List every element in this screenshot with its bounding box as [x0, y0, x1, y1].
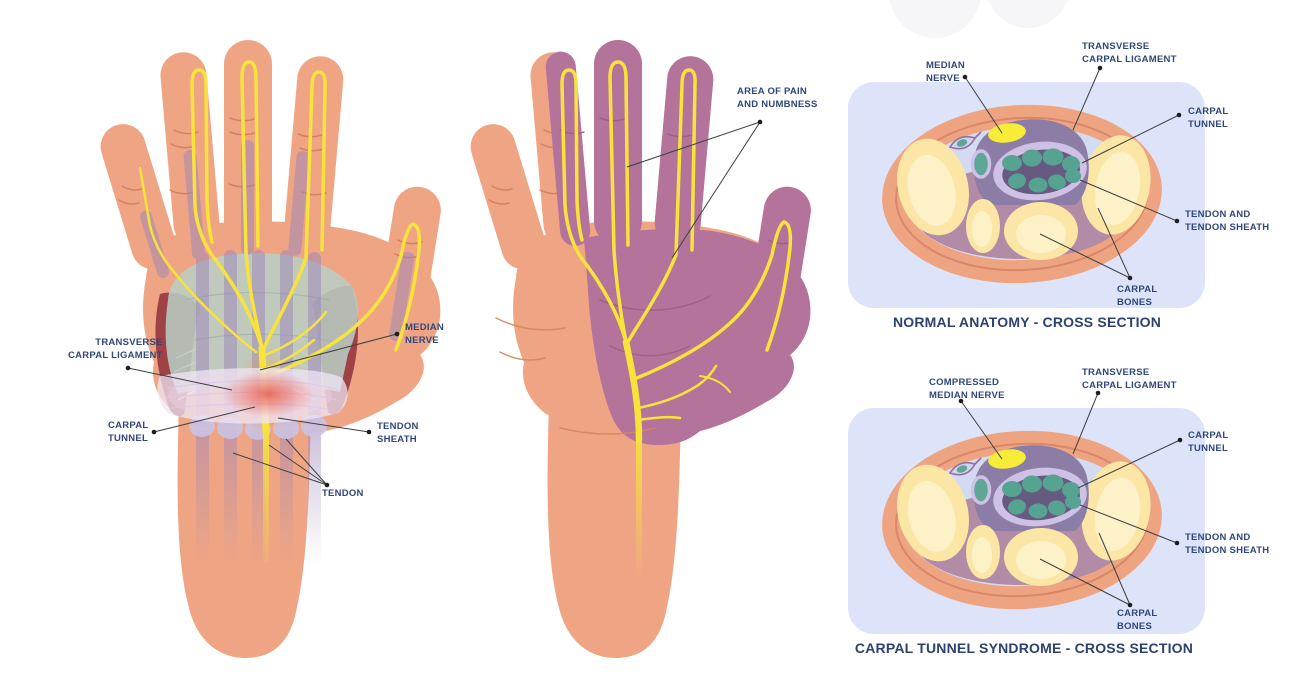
label-tendon: TENDON: [322, 488, 364, 499]
background-watermark: [889, 0, 1068, 38]
label-area-of-pain: AREA OF PAIN AND NUMBNESS: [737, 86, 818, 110]
label-cts-transverse-carpal-ligament: TRANSVERSE CARPAL LIGAMENT: [1082, 367, 1177, 391]
leader-dots: [125, 65, 1183, 608]
label-ncs-carpal-tunnel: CARPAL TUNNEL: [1188, 106, 1229, 130]
label-transverse-carpal-ligament: TRANSVERSE CARPAL LIGAMENT: [68, 337, 163, 361]
median-nerve-shape: [560, 60, 793, 581]
normal-cross-section-panel: [846, 80, 1207, 310]
normal-cross-section-title: NORMAL ANATOMY - CROSS SECTION: [892, 314, 1162, 330]
syndrome-cross-section-panel: [846, 406, 1207, 636]
syndrome-cross-section-title: CARPAL TUNNEL SYNDROME - CROSS SECTION: [854, 640, 1194, 656]
label-ncs-carpal-bones: CARPAL BONES: [1117, 284, 1158, 308]
pain-overlay: [545, 40, 811, 445]
label-carpal-tunnel: CARPAL TUNNEL: [108, 420, 149, 444]
label-cts-compressed-median-nerve: COMPRESSED MEDIAN NERVE: [929, 377, 1005, 401]
label-median-nerve: MEDIAN NERVE: [405, 322, 444, 346]
label-cts-carpal-tunnel: CARPAL TUNNEL: [1188, 430, 1229, 454]
label-cts-carpal-bones: CARPAL BONES: [1117, 608, 1158, 632]
inflammation-glow: [222, 371, 314, 417]
label-tendon-sheath: TENDON SHEATH: [377, 421, 419, 445]
hand-anatomy-illustration: [94, 39, 445, 659]
label-cts-tendon-and-sheath: TENDON AND TENDON SHEATH: [1185, 532, 1270, 556]
label-ncs-median-nerve: MEDIAN NERVE: [926, 60, 965, 84]
pain-area-illustration: [464, 39, 815, 659]
label-ncs-transverse-carpal-ligament: TRANSVERSE CARPAL LIGAMENT: [1082, 41, 1177, 65]
label-ncs-tendon-and-sheath: TENDON AND TENDON SHEATH: [1185, 209, 1270, 233]
leader-lines: [127, 67, 1181, 606]
